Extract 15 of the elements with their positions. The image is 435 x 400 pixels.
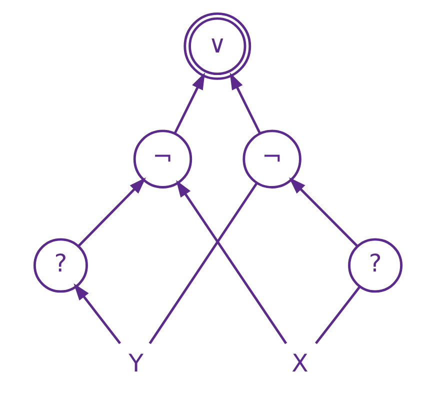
arrow bbox=[229, 72, 260, 134]
node-circle: ? bbox=[32, 238, 88, 292]
arrow bbox=[288, 176, 358, 246]
arrow bbox=[73, 282, 120, 344]
node-circle: ? bbox=[348, 238, 402, 292]
node-circle: ∨ bbox=[183, 12, 251, 80]
connector bbox=[148, 182, 258, 344]
arrow bbox=[176, 180, 287, 344]
node-text: X bbox=[291, 348, 308, 377]
arrow bbox=[77, 176, 146, 246]
arrow bbox=[173, 72, 204, 134]
node-text: Y bbox=[128, 348, 143, 377]
node-circle: ¬ bbox=[242, 129, 301, 188]
connector bbox=[314, 285, 361, 344]
node-circle: ¬ bbox=[132, 129, 192, 188]
